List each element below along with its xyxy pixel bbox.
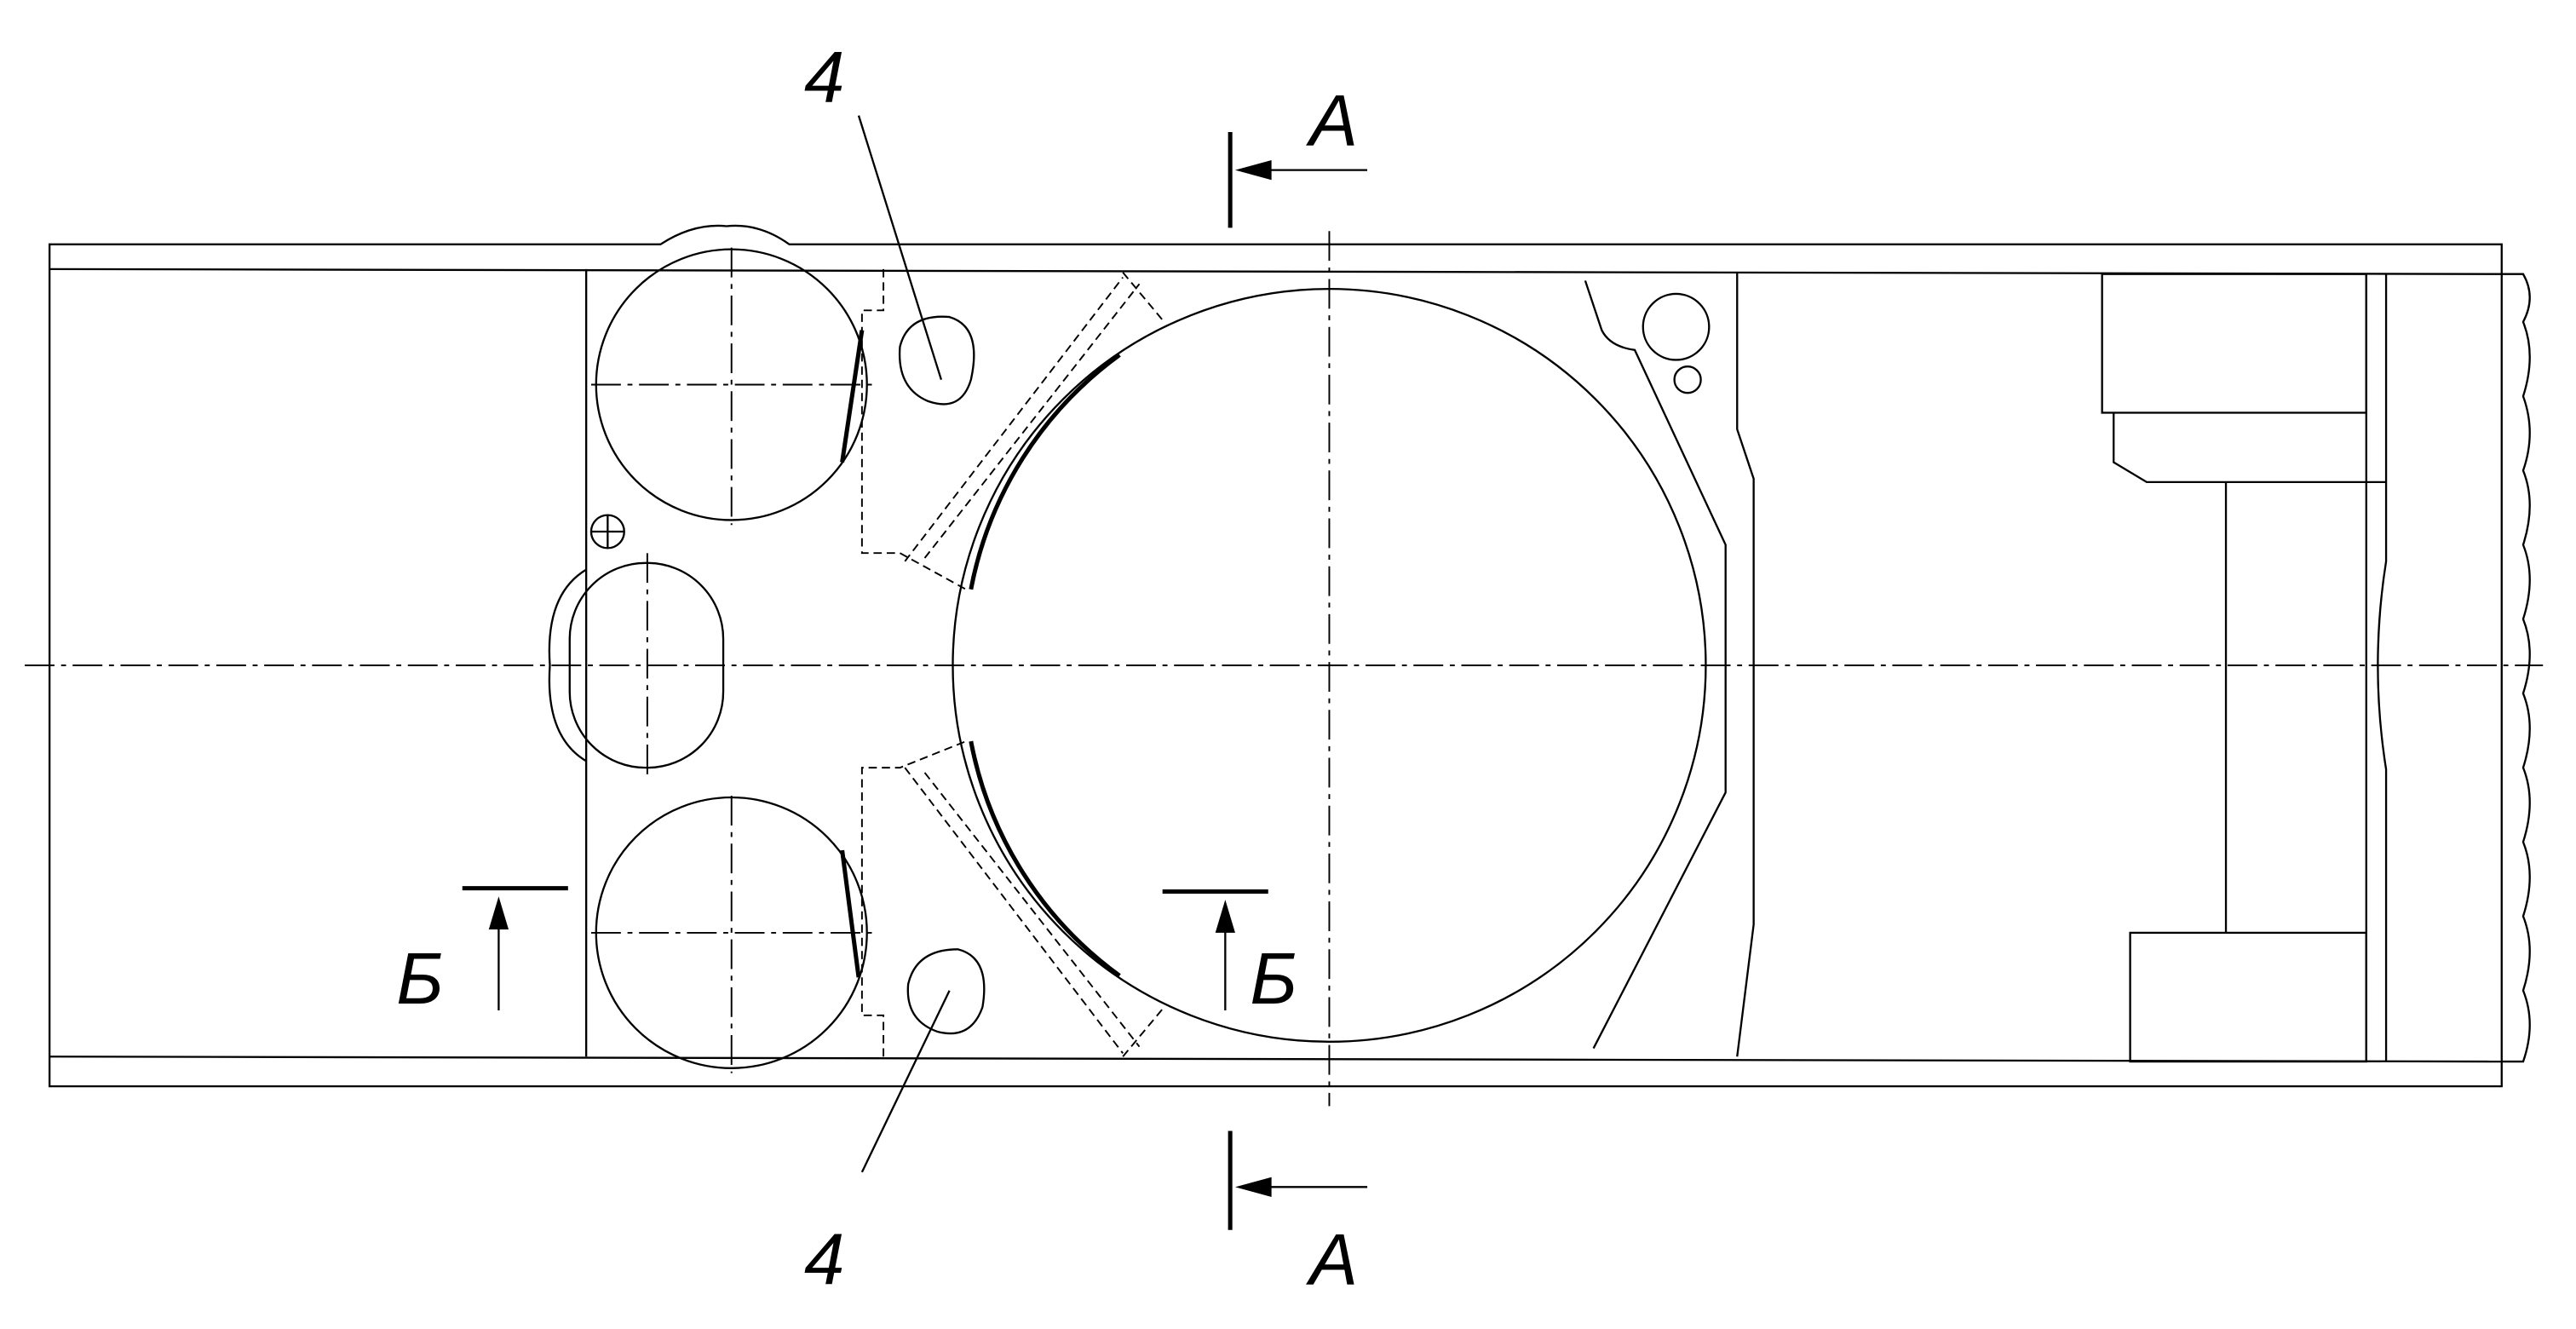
section-a-bottom-label: A — [1305, 1220, 1358, 1301]
section-b-left-label: Б — [396, 939, 444, 1020]
section-markers — [462, 115, 1368, 1230]
main-bore-circle — [952, 287, 1707, 1043]
passages-4 — [898, 315, 986, 1035]
hidden-lines — [860, 268, 1165, 1057]
central-slot — [548, 514, 725, 776]
right-side-features — [1584, 272, 2388, 1063]
section-b-right-label: Б — [1250, 939, 1297, 1020]
section-a-top-label: A — [1305, 81, 1358, 162]
callout-4-bottom: 4 — [804, 1220, 844, 1301]
frame-outline — [48, 224, 2531, 1088]
callout-4-top: 4 — [804, 37, 844, 118]
upper-valve-circle — [590, 247, 872, 526]
lower-valve-circle — [590, 796, 872, 1073]
